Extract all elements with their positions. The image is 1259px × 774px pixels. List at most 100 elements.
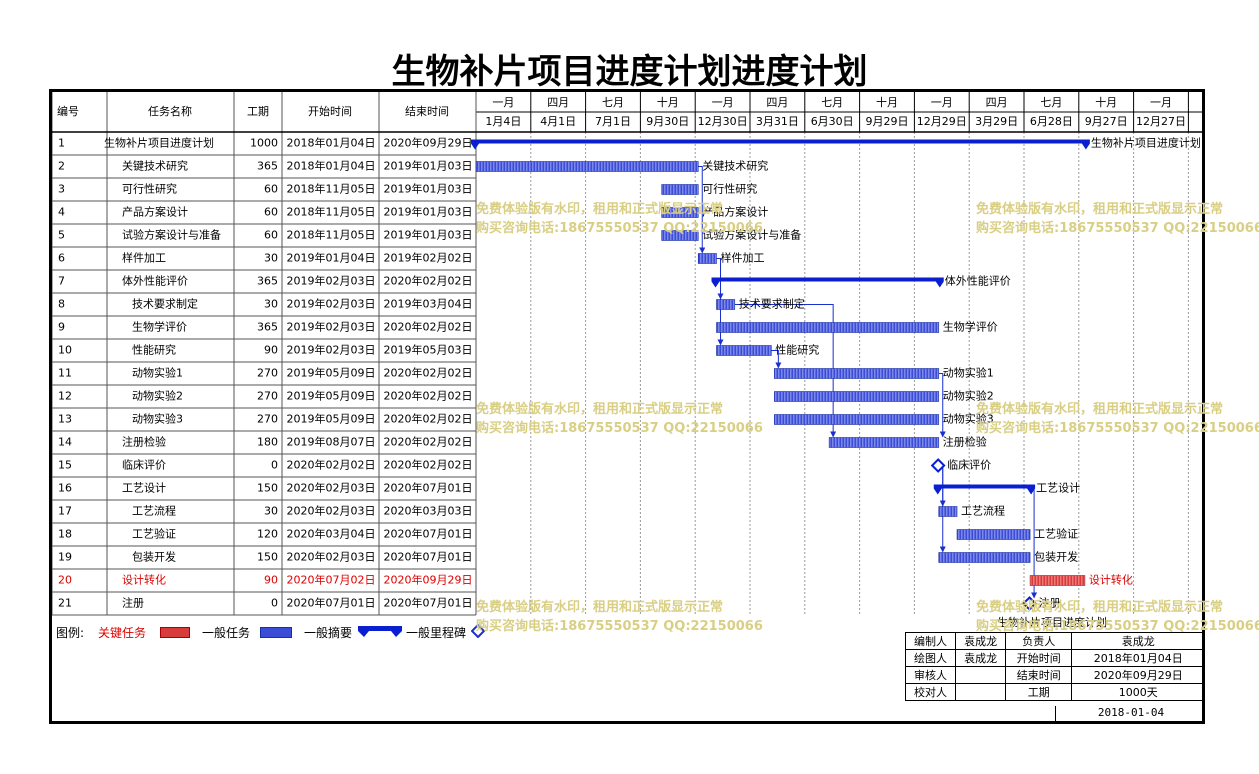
watermark: 免费体验版有水印，租用和正式版显示正常购买咨询电话:18675550537 QQ… <box>476 402 763 436</box>
task-id: 15 <box>58 459 72 472</box>
signoff-cell: 2018年01月04日 <box>1071 649 1205 667</box>
task-duration: 1000 <box>250 137 278 150</box>
task-end: 2019年01月03日 <box>384 205 473 219</box>
task-end: 2020年07月01日 <box>384 527 473 541</box>
task-start: 2018年11月05日 <box>287 182 376 196</box>
task-duration: 180 <box>257 436 278 449</box>
task-bar <box>661 230 699 241</box>
task-end: 2020年09月29日 <box>384 136 473 150</box>
task-start: 2019年01月04日 <box>287 251 376 265</box>
legend-prefix: 图例: <box>56 626 85 640</box>
date-label: 12月29日 <box>917 115 967 128</box>
task-id: 9 <box>58 321 65 334</box>
date-label: 6月28日 <box>1030 115 1073 128</box>
legend-milestone-icon <box>471 624 485 638</box>
task-end: 2020年03月03日 <box>384 504 473 518</box>
task-start: 2020年07月02日 <box>287 573 376 587</box>
task-end: 2019年01月03日 <box>384 159 473 173</box>
bar-label: 注册检验 <box>943 435 987 449</box>
task-duration: 0 <box>271 459 278 472</box>
task-end: 2019年03月04日 <box>384 297 473 311</box>
date-label: 9月27日 <box>1085 115 1128 128</box>
legend-critical-label: 关键任务 <box>98 626 147 640</box>
column-header: 工期 <box>247 105 269 118</box>
task-duration: 150 <box>257 482 278 495</box>
task-start: 2019年02月03日 <box>287 343 376 357</box>
task-name: 注册检验 <box>122 435 166 449</box>
task-duration: 270 <box>257 390 278 403</box>
date-label: 4月1日 <box>540 115 576 128</box>
task-start: 2019年02月03日 <box>287 274 376 288</box>
task-end: 2020年07月01日 <box>384 596 473 610</box>
dependency-link <box>698 166 706 254</box>
task-start: 2020年07月01日 <box>287 596 376 610</box>
task-end: 2020年09月29日 <box>384 573 473 587</box>
task-bar <box>661 207 699 218</box>
task-bar <box>661 184 699 195</box>
date-label: 3月29日 <box>975 115 1018 128</box>
signoff-cell <box>955 666 1007 684</box>
task-name: 样件加工 <box>122 251 166 265</box>
legend-normal-swatch <box>260 627 292 638</box>
signoff-cell: 2020年09月29日 <box>1071 666 1205 684</box>
bar-label: 工艺验证 <box>1034 527 1078 541</box>
task-end: 2019年02月02日 <box>384 251 473 265</box>
signoff-cell: 审核人 <box>904 666 957 684</box>
signoff-cell: 编制人 <box>904 632 957 650</box>
task-name: 生物学评价 <box>132 320 187 334</box>
watermark: 免费体验版有水印，租用和正式版显示正常购买咨询电话:18675550537 QQ… <box>976 402 1259 436</box>
task-bar <box>475 161 699 172</box>
task-duration: 365 <box>257 321 278 334</box>
signoff-cell: 袁成龙 <box>955 649 1007 667</box>
bar-label: 生物学评价 <box>943 320 998 334</box>
task-bar <box>716 299 736 310</box>
critical-bar <box>1029 575 1086 586</box>
signoff-cell: 校对人 <box>904 683 957 701</box>
date-label: 12月30日 <box>698 115 748 128</box>
task-name: 试验方案设计与准备 <box>122 228 221 242</box>
task-id: 18 <box>58 528 72 541</box>
task-name: 动物实验3 <box>132 412 183 426</box>
task-bar <box>774 414 940 425</box>
task-start: 2020年02月02日 <box>287 458 376 472</box>
task-start: 2020年03月04日 <box>287 527 376 541</box>
task-start: 2019年05月09日 <box>287 412 376 426</box>
task-bar <box>938 552 1031 563</box>
bar-label: 动物实验3 <box>943 412 994 426</box>
task-duration: 90 <box>264 574 278 587</box>
summary-bar <box>471 139 1090 150</box>
bar-label: 试验方案设计与准备 <box>702 228 801 242</box>
signoff-date: 2018-01-04 <box>1055 706 1206 722</box>
task-start: 2018年11月05日 <box>287 205 376 219</box>
task-name: 临床评价 <box>122 458 166 472</box>
column-header: 开始时间 <box>308 104 352 118</box>
signoff-cell: 袁成龙 <box>955 632 1007 650</box>
signoff-table: 生物补片项目进度计划 编制人 袁成龙 负责人 袁成龙 绘图人 袁成龙 开始时间 … <box>904 614 1206 722</box>
task-end: 2019年05月03日 <box>384 343 473 357</box>
task-duration: 270 <box>257 413 278 426</box>
bar-label: 工艺流程 <box>961 504 1005 518</box>
task-name: 工艺验证 <box>132 527 176 541</box>
task-id: 7 <box>58 275 65 288</box>
task-end: 2020年07月01日 <box>384 481 473 495</box>
task-start: 2019年05月09日 <box>287 389 376 403</box>
task-duration: 270 <box>257 367 278 380</box>
quarter-label: 一月 <box>931 96 953 109</box>
quarter-label: 七月 <box>1040 96 1062 109</box>
task-id: 8 <box>58 298 65 311</box>
signoff-cell: 开始时间 <box>1005 649 1073 667</box>
task-id: 21 <box>58 597 72 610</box>
task-name: 生物补片项目进度计划 <box>104 136 214 150</box>
date-label: 3月31日 <box>756 115 799 128</box>
task-name: 工艺流程 <box>132 504 176 518</box>
watermark: 免费体验版有水印，租用和正式版显示正常购买咨询电话:18675550537 QQ… <box>976 600 1259 634</box>
task-duration: 0 <box>271 597 278 610</box>
quarter-label: 四月 <box>766 96 788 109</box>
quarter-label: 十月 <box>1095 95 1117 109</box>
bar-label: 动物实验1 <box>943 366 994 380</box>
bar-label: 注册 <box>1038 596 1060 610</box>
quarter-label: 十月 <box>876 95 898 109</box>
task-duration: 90 <box>264 344 278 357</box>
quarter-label: 一月 <box>1150 96 1172 109</box>
